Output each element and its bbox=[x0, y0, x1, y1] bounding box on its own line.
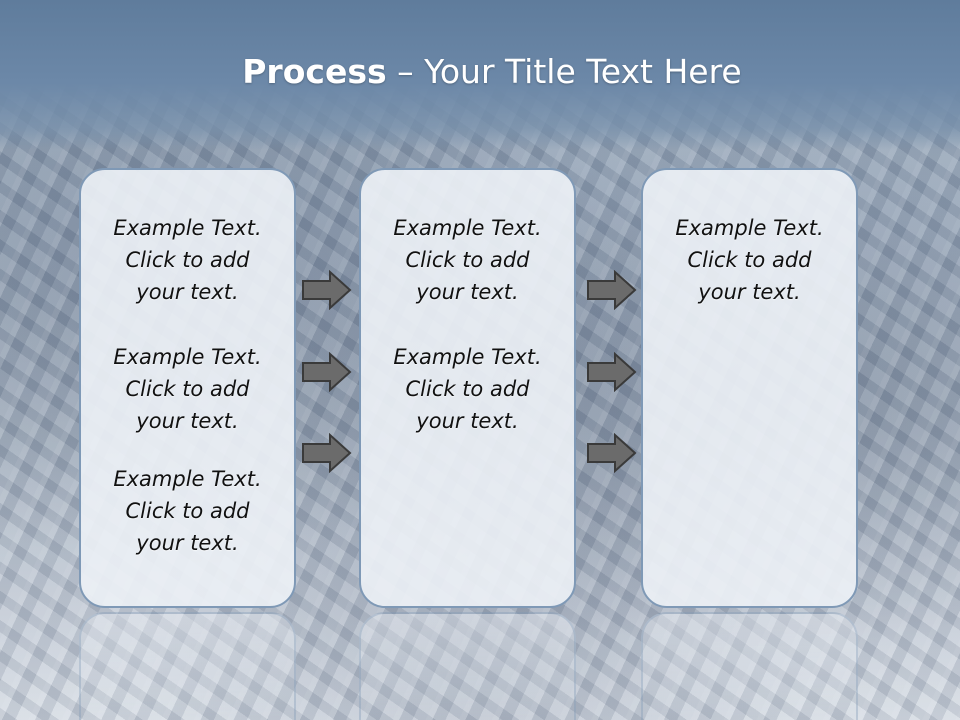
text-block[interactable]: Example Text. Click to add your text. bbox=[643, 212, 856, 308]
text-line: Example Text. bbox=[113, 216, 262, 240]
panel-reflection bbox=[641, 612, 858, 720]
panel-reflection bbox=[359, 612, 576, 720]
right-arrow-icon bbox=[302, 352, 352, 392]
slide-title[interactable]: Process – Your Title Text Here bbox=[0, 52, 960, 91]
process-panel-2[interactable]: Example Text. Click to add your text. Ex… bbox=[359, 168, 576, 608]
text-block[interactable]: Example Text. Click to add your text. bbox=[81, 341, 294, 437]
text-line: Example Text. bbox=[393, 345, 542, 369]
text-line: Click to add bbox=[687, 248, 812, 272]
text-block[interactable]: Example Text. Click to add your text. bbox=[81, 212, 294, 308]
text-line: Click to add bbox=[125, 499, 250, 523]
text-block[interactable]: Example Text. Click to add your text. bbox=[361, 341, 574, 437]
process-panel-3[interactable]: Example Text. Click to add your text. bbox=[641, 168, 858, 608]
text-line: your text. bbox=[136, 280, 239, 304]
process-panel-1[interactable]: Example Text. Click to add your text. Ex… bbox=[79, 168, 296, 608]
text-line: Example Text. bbox=[393, 216, 542, 240]
text-line: your text. bbox=[698, 280, 801, 304]
text-line: Example Text. bbox=[113, 467, 262, 491]
right-arrow-icon bbox=[587, 270, 637, 310]
text-line: your text. bbox=[136, 531, 239, 555]
right-arrow-icon bbox=[302, 270, 352, 310]
text-line: Click to add bbox=[405, 377, 530, 401]
text-line: Click to add bbox=[125, 248, 250, 272]
text-block[interactable]: Example Text. Click to add your text. bbox=[361, 212, 574, 308]
text-line: your text. bbox=[136, 409, 239, 433]
text-line: your text. bbox=[416, 280, 519, 304]
text-line: Example Text. bbox=[113, 345, 262, 369]
text-line: your text. bbox=[416, 409, 519, 433]
text-line: Example Text. bbox=[675, 216, 824, 240]
text-line: Click to add bbox=[405, 248, 530, 272]
title-rest: – Your Title Text Here bbox=[386, 52, 742, 91]
right-arrow-icon bbox=[587, 352, 637, 392]
panel-reflection bbox=[79, 612, 296, 720]
text-block[interactable]: Example Text. Click to add your text. bbox=[81, 463, 294, 559]
header-band bbox=[0, 0, 960, 150]
right-arrow-icon bbox=[302, 433, 352, 473]
title-bold: Process bbox=[242, 52, 387, 91]
right-arrow-icon bbox=[587, 433, 637, 473]
text-line: Click to add bbox=[125, 377, 250, 401]
